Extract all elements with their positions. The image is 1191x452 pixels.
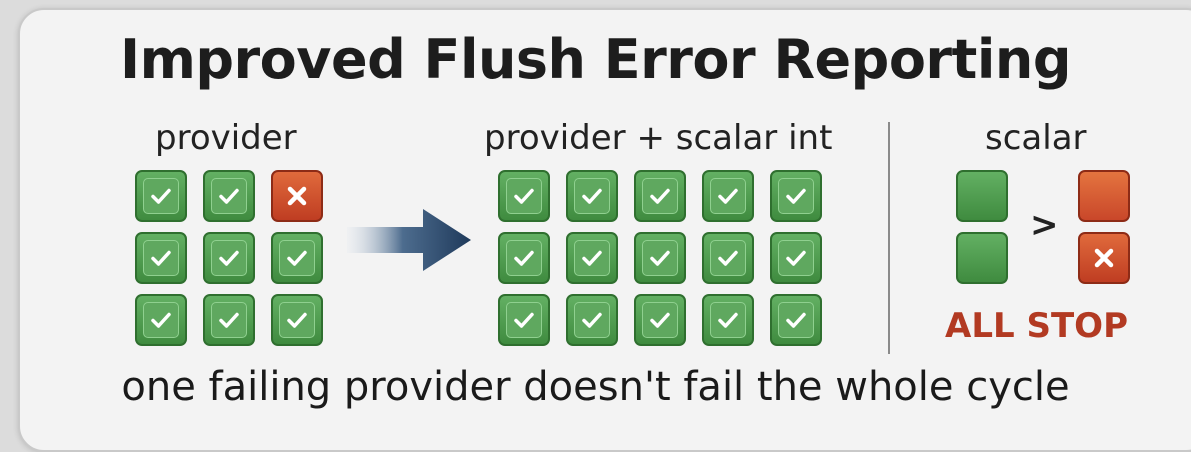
check-icon bbox=[514, 250, 534, 266]
check-badge bbox=[211, 178, 247, 214]
check-badge bbox=[143, 240, 179, 276]
provider-tile-ok bbox=[203, 232, 255, 284]
greater-than-sign: > bbox=[1030, 205, 1059, 245]
provider-scalar-int-tile-ok bbox=[770, 170, 822, 222]
check-badge bbox=[778, 178, 814, 214]
check-badge bbox=[143, 178, 179, 214]
check-icon bbox=[219, 250, 239, 266]
all-stop-label: ALL STOP bbox=[945, 306, 1128, 346]
check-badge bbox=[506, 178, 542, 214]
provider-tile-ok bbox=[271, 232, 323, 284]
check-icon bbox=[718, 188, 738, 204]
check-badge bbox=[574, 178, 610, 214]
check-icon bbox=[151, 250, 171, 266]
divider bbox=[888, 122, 890, 354]
check-icon bbox=[718, 312, 738, 328]
provider-tile-fail bbox=[271, 170, 323, 222]
check-badge bbox=[778, 302, 814, 338]
check-badge bbox=[642, 240, 678, 276]
provider-scalar-int-tile-ok bbox=[498, 170, 550, 222]
provider-tile-ok bbox=[135, 294, 187, 346]
check-icon bbox=[650, 250, 670, 266]
check-icon bbox=[514, 312, 534, 328]
check-icon bbox=[718, 250, 738, 266]
provider-tile-ok bbox=[203, 294, 255, 346]
provider-scalar-int-tile-ok bbox=[498, 294, 550, 346]
check-badge bbox=[710, 302, 746, 338]
x-icon bbox=[1094, 248, 1114, 268]
scalar-fail-tile-bottom bbox=[1078, 232, 1130, 284]
x-icon bbox=[287, 186, 307, 206]
scalar-ok-tile-top bbox=[956, 170, 1008, 222]
check-badge bbox=[211, 302, 247, 338]
provider-tile-ok bbox=[203, 170, 255, 222]
check-badge bbox=[574, 302, 610, 338]
check-icon bbox=[582, 312, 602, 328]
check-icon bbox=[786, 250, 806, 266]
check-badge bbox=[279, 302, 315, 338]
check-icon bbox=[582, 250, 602, 266]
scalar-ok-tile-bottom bbox=[956, 232, 1008, 284]
check-badge bbox=[506, 240, 542, 276]
scalar-fail-tile-top bbox=[1078, 170, 1130, 222]
provider-scalar-int-tile-ok bbox=[702, 232, 754, 284]
check-icon bbox=[219, 312, 239, 328]
provider-tile-ok bbox=[135, 232, 187, 284]
check-badge bbox=[574, 240, 610, 276]
check-icon bbox=[151, 312, 171, 328]
footer-caption: one failing provider doesn't fail the wh… bbox=[121, 364, 1070, 410]
check-badge bbox=[506, 302, 542, 338]
provider-scalar-int-tile-ok bbox=[566, 232, 618, 284]
check-badge bbox=[778, 240, 814, 276]
check-icon bbox=[786, 188, 806, 204]
provider-scalar-int-tile-ok bbox=[566, 294, 618, 346]
check-icon bbox=[650, 188, 670, 204]
page-title: Improved Flush Error Reporting bbox=[120, 28, 1071, 91]
provider-scalar-int-tile-ok bbox=[702, 170, 754, 222]
check-icon bbox=[219, 188, 239, 204]
check-icon bbox=[650, 312, 670, 328]
provider-scalar-int-tile-ok bbox=[566, 170, 618, 222]
provider-scalar-int-tile-ok bbox=[498, 232, 550, 284]
provider-label: provider bbox=[155, 118, 297, 158]
check-icon bbox=[287, 250, 307, 266]
provider-scalar-int-tile-ok bbox=[634, 170, 686, 222]
panel-card bbox=[18, 8, 1191, 452]
check-badge bbox=[642, 302, 678, 338]
check-icon bbox=[582, 188, 602, 204]
provider-scalar-int-tile-ok bbox=[634, 294, 686, 346]
check-badge bbox=[642, 178, 678, 214]
check-badge bbox=[143, 302, 179, 338]
check-icon bbox=[514, 188, 534, 204]
provider-scalar-int-tile-ok bbox=[770, 294, 822, 346]
check-icon bbox=[151, 188, 171, 204]
provider-scalar-int-tile-ok bbox=[770, 232, 822, 284]
check-icon bbox=[287, 312, 307, 328]
check-badge bbox=[710, 178, 746, 214]
check-badge bbox=[279, 240, 315, 276]
provider-scalar-int-tile-ok bbox=[634, 232, 686, 284]
right-arrow-icon bbox=[347, 209, 471, 271]
provider-scalar-int-tile-ok bbox=[702, 294, 754, 346]
provider-scalar-int-label: provider + scalar int bbox=[484, 118, 833, 158]
check-badge bbox=[211, 240, 247, 276]
check-icon bbox=[786, 312, 806, 328]
provider-tile-ok bbox=[271, 294, 323, 346]
provider-tile-ok bbox=[135, 170, 187, 222]
check-badge bbox=[710, 240, 746, 276]
scalar-label: scalar bbox=[985, 118, 1087, 158]
